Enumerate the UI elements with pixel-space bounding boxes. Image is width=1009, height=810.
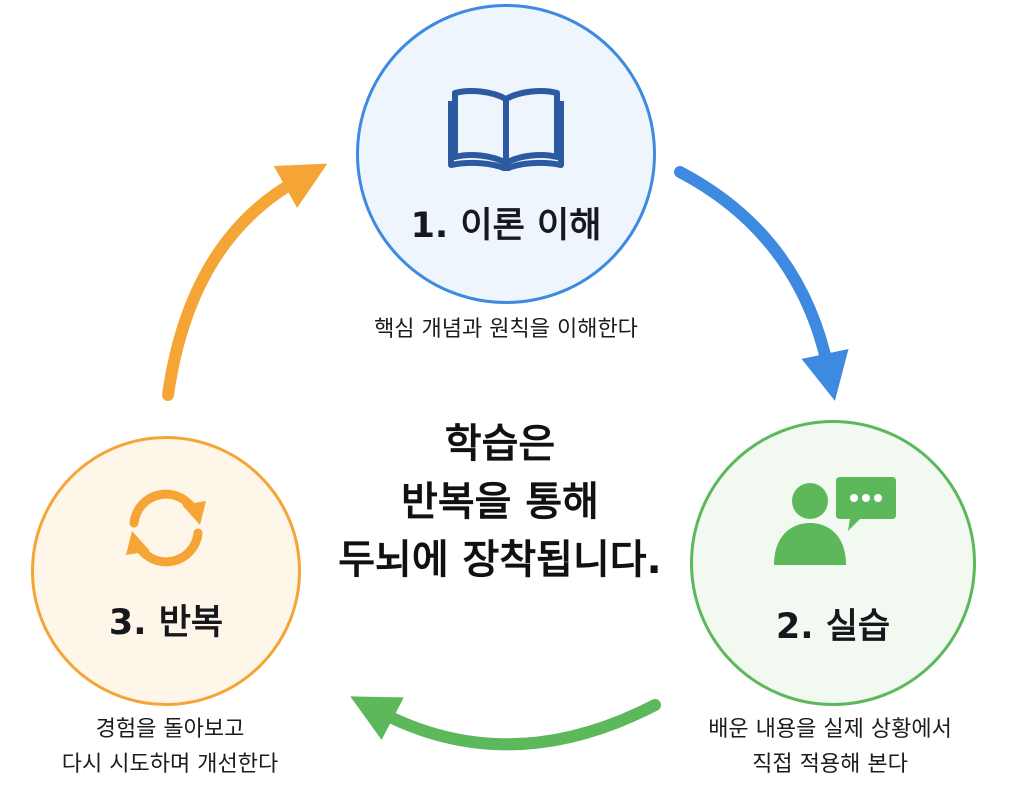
node-title: 3. 반복 <box>108 603 224 643</box>
arrow-repeat-to-theory <box>162 163 328 401</box>
person-chat-icon <box>693 471 973 567</box>
center-line: 두뇌에 장착됩니다. <box>338 537 662 583</box>
center-line: 반복을 통해 <box>401 479 599 525</box>
node-theory: 1. 이론 이해 <box>356 4 656 304</box>
center-line: 학습은 <box>444 421 556 467</box>
node-title: 1. 이론 이해 <box>410 206 602 246</box>
arrow-theory-to-practice <box>674 166 849 401</box>
caption-line: 핵심 개념과 원칙을 이해한다 <box>374 317 638 342</box>
refresh-cycle-icon <box>34 483 298 573</box>
open-book-icon <box>359 85 653 171</box>
repeat-caption: 경험을 돌아보고 다시 시도하며 개선한다 <box>20 712 320 782</box>
center-statement: 학습은 반복을 통해 두뇌에 장착됩니다. <box>300 415 700 589</box>
caption-line: 직접 적용해 본다 <box>752 752 908 777</box>
caption-line: 배운 내용을 실제 상황에서 <box>708 717 952 742</box>
caption-line: 경험을 돌아보고 <box>95 717 245 742</box>
arrow-practice-to-repeat <box>350 696 661 751</box>
node-title: 2. 실습 <box>775 607 891 647</box>
theory-caption: 핵심 개념과 원칙을 이해한다 <box>306 312 706 347</box>
caption-line: 다시 시도하며 개선한다 <box>61 752 279 777</box>
node-practice: 2. 실습 <box>690 420 976 706</box>
node-repeat: 3. 반복 <box>31 436 301 706</box>
practice-caption: 배운 내용을 실제 상황에서 직접 적용해 본다 <box>660 712 1000 782</box>
